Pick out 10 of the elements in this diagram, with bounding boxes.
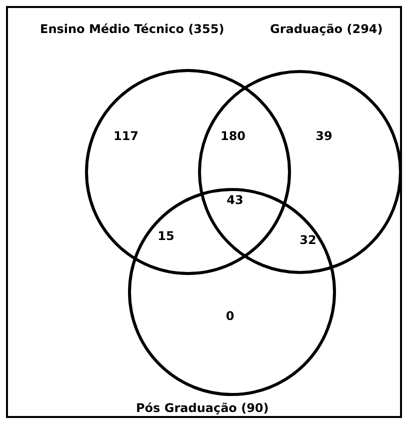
region-count: 0 xyxy=(226,309,234,323)
region-count: 15 xyxy=(158,229,174,243)
region-count: 39 xyxy=(316,129,332,143)
set-title: Pós Graduação (90) xyxy=(136,401,269,415)
region-count: 43 xyxy=(226,193,244,207)
region-count: 180 xyxy=(220,129,246,143)
set-title: Ensino Médio Técnico (355) xyxy=(40,22,224,36)
set-title: Graduação (294) xyxy=(270,22,383,36)
region-count: 32 xyxy=(300,233,316,247)
region-count: 117 xyxy=(113,129,139,143)
